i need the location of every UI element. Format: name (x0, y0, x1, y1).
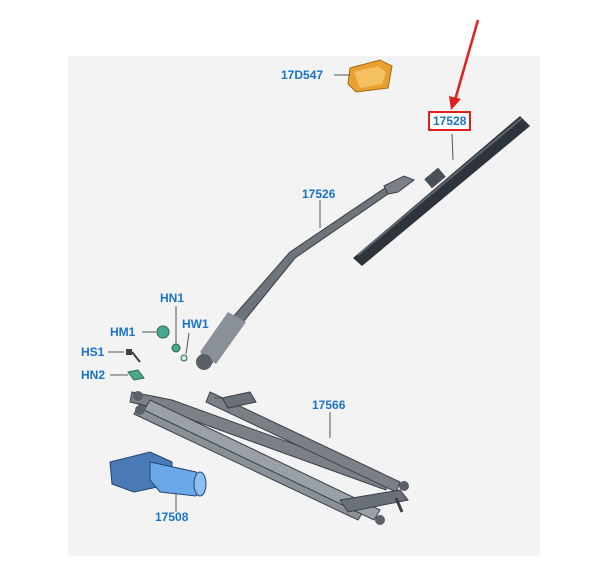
fasteners-group (108, 306, 190, 381)
callout-hn2: HN2 (81, 368, 106, 382)
wiper-blade-part (353, 116, 530, 266)
cowl-bracket-part (334, 59, 393, 93)
wiper-motor-part (109, 451, 207, 512)
callout-hs1: HS1 (81, 345, 105, 359)
callout-hn1: HN1 (160, 291, 185, 305)
wiper-linkage-part (129, 391, 409, 525)
wiper-arm-part (196, 175, 416, 370)
callout-hw1: HW1 (182, 317, 209, 331)
callout-17526: 17526 (302, 187, 336, 201)
callout-17566: 17566 (312, 398, 346, 412)
callout-17D547: 17D547 (281, 68, 324, 82)
callout-17508: 17508 (155, 510, 189, 524)
callout-17528-highlighted: 17528 (428, 111, 472, 131)
red-arrow-icon (449, 19, 480, 110)
callout-hm1: HM1 (110, 325, 136, 339)
